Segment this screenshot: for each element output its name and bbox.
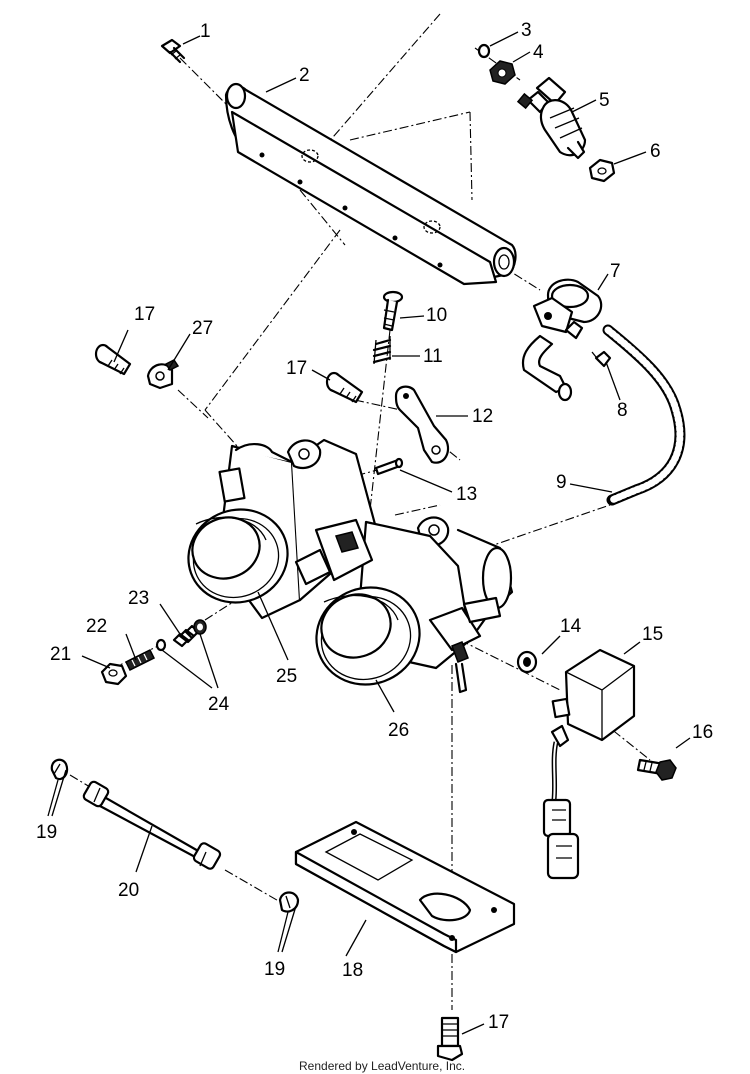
label-part-2: 2: [299, 65, 310, 86]
part-5-fuel-injector: [516, 76, 587, 160]
part-17-bolt-middle: [325, 371, 364, 404]
label-part-10: 10: [426, 305, 447, 326]
part-6-nut: [588, 158, 616, 183]
label-part-22: 22: [86, 616, 107, 637]
label-part-8: 8: [617, 400, 628, 421]
credit-footer: Rendered by LeadVenture, Inc.: [299, 1059, 465, 1073]
part-21-nut: [100, 662, 128, 686]
label-part-17-middle: 17: [286, 358, 307, 379]
label-part-15: 15: [642, 624, 663, 645]
label-part-12: 12: [472, 406, 493, 427]
leader-lines: [47, 31, 691, 1035]
part-9-vacuum-hose: [602, 324, 686, 506]
label-part-16: 16: [692, 722, 713, 743]
part-18-mounting-plate: [294, 820, 516, 954]
label-part-19-right: 19: [264, 959, 285, 980]
part-19-clip-left: [50, 758, 69, 781]
label-part-1: 1: [200, 21, 211, 42]
label-part-13: 13: [456, 484, 477, 505]
part-16-screw: [636, 758, 677, 781]
part-22-screw: [124, 648, 156, 672]
part-number-labels: 1 2 3 4 5 6 7 8 9 10 11 12 13 14 15 16 1…: [36, 20, 713, 1033]
part-13-pin: [374, 457, 404, 476]
part-12-bracket: [394, 385, 450, 464]
part-27-clamp: [146, 359, 180, 390]
part-25-bore-left: [187, 508, 289, 604]
label-part-6: 6: [650, 141, 661, 162]
part-17-bolt-upper-left: [94, 343, 132, 376]
label-part-9: 9: [556, 472, 567, 493]
label-part-21: 21: [50, 644, 71, 665]
label-part-27: 27: [192, 318, 213, 339]
part-7-pressure-regulator: [521, 278, 603, 402]
part-26-bore-right: [315, 586, 421, 686]
label-part-17-upper-left: 17: [134, 304, 155, 325]
label-part-24: 24: [208, 694, 230, 715]
label-part-11: 11: [423, 346, 443, 367]
part-1-screw: [160, 38, 186, 64]
part-10-screw: [382, 290, 404, 332]
label-part-3: 3: [521, 20, 532, 41]
label-part-7: 7: [610, 261, 621, 282]
part-11-spring: [372, 336, 392, 365]
part-17-bolt-lower: [436, 1016, 464, 1062]
label-part-18: 18: [342, 960, 363, 981]
part-24-washer-a: [155, 638, 167, 652]
part-15-throttle-sensor: [542, 648, 636, 880]
label-part-26: 26: [388, 720, 409, 741]
label-part-14: 14: [560, 616, 582, 637]
part-3-o-ring: [477, 43, 491, 59]
label-part-20: 20: [118, 880, 139, 901]
label-part-17-lower: 17: [488, 1012, 509, 1033]
part-24-washer-b: [193, 619, 207, 635]
part-20-shaft: [82, 780, 222, 870]
part-4-nut: [489, 60, 516, 85]
label-part-4: 4: [533, 42, 544, 63]
label-part-25: 25: [276, 666, 297, 687]
part-2-fuel-rail: [224, 82, 517, 286]
part-14-grommet: [516, 650, 538, 674]
label-part-23: 23: [128, 588, 149, 609]
label-part-5: 5: [599, 90, 610, 111]
label-part-19-left: 19: [36, 822, 57, 843]
part-19-clip-right: [278, 891, 300, 913]
